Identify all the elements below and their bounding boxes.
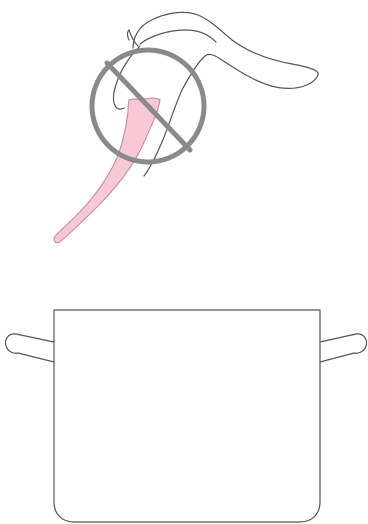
ladle-bowl-outline (112, 45, 141, 110)
pot-right-handle (319, 333, 368, 363)
ladle-hook (126, 29, 139, 47)
ladle-icon (112, 11, 319, 177)
stock-pot-icon (4, 309, 368, 523)
ladle-highlight-shape (53, 97, 161, 244)
ladle-handle-outline (132, 11, 319, 177)
prohibition-circle (89, 47, 207, 165)
pot-body (53, 309, 321, 523)
pot-left-handle (4, 333, 55, 363)
ladle-handle-inner (139, 29, 217, 45)
prohibition-slash (104, 60, 193, 153)
prohibition-sign-icon (89, 47, 207, 165)
